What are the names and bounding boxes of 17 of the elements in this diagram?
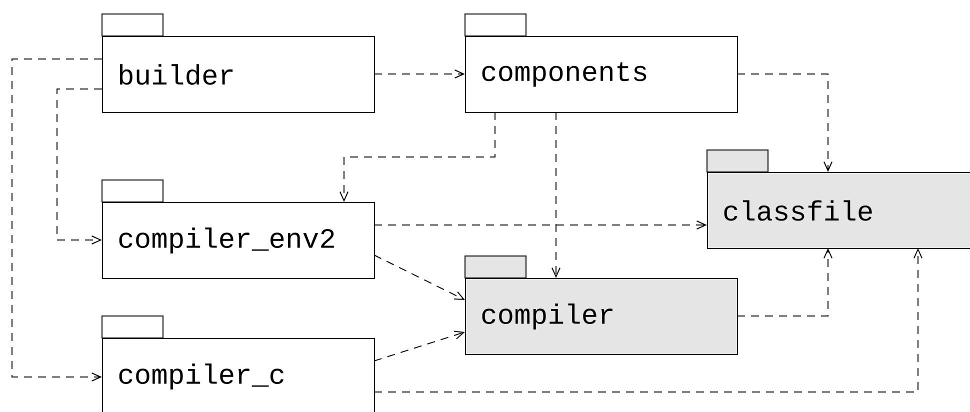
dependency-arrow bbox=[552, 112, 560, 278]
dependency-arrow bbox=[374, 220, 707, 230]
package-box: compiler_env2 bbox=[102, 180, 375, 279]
package-box: classfile bbox=[706, 150, 970, 249]
dependency-arrow bbox=[12, 58, 103, 382]
dependency-arrow bbox=[56, 88, 103, 244]
dependency-arrow bbox=[374, 248, 922, 392]
dependency-arrow bbox=[374, 330, 465, 362]
dependency-arrow bbox=[736, 74, 832, 172]
package-box: compiler bbox=[464, 256, 738, 355]
dependency-arrow bbox=[374, 70, 465, 78]
package-box: compiler_c bbox=[102, 316, 375, 412]
dependency-arrow bbox=[340, 112, 496, 202]
package-box: components bbox=[464, 14, 738, 113]
dependency-arrow bbox=[736, 248, 832, 316]
package-box: builder bbox=[102, 14, 375, 113]
dependency-arrow bbox=[374, 254, 465, 300]
